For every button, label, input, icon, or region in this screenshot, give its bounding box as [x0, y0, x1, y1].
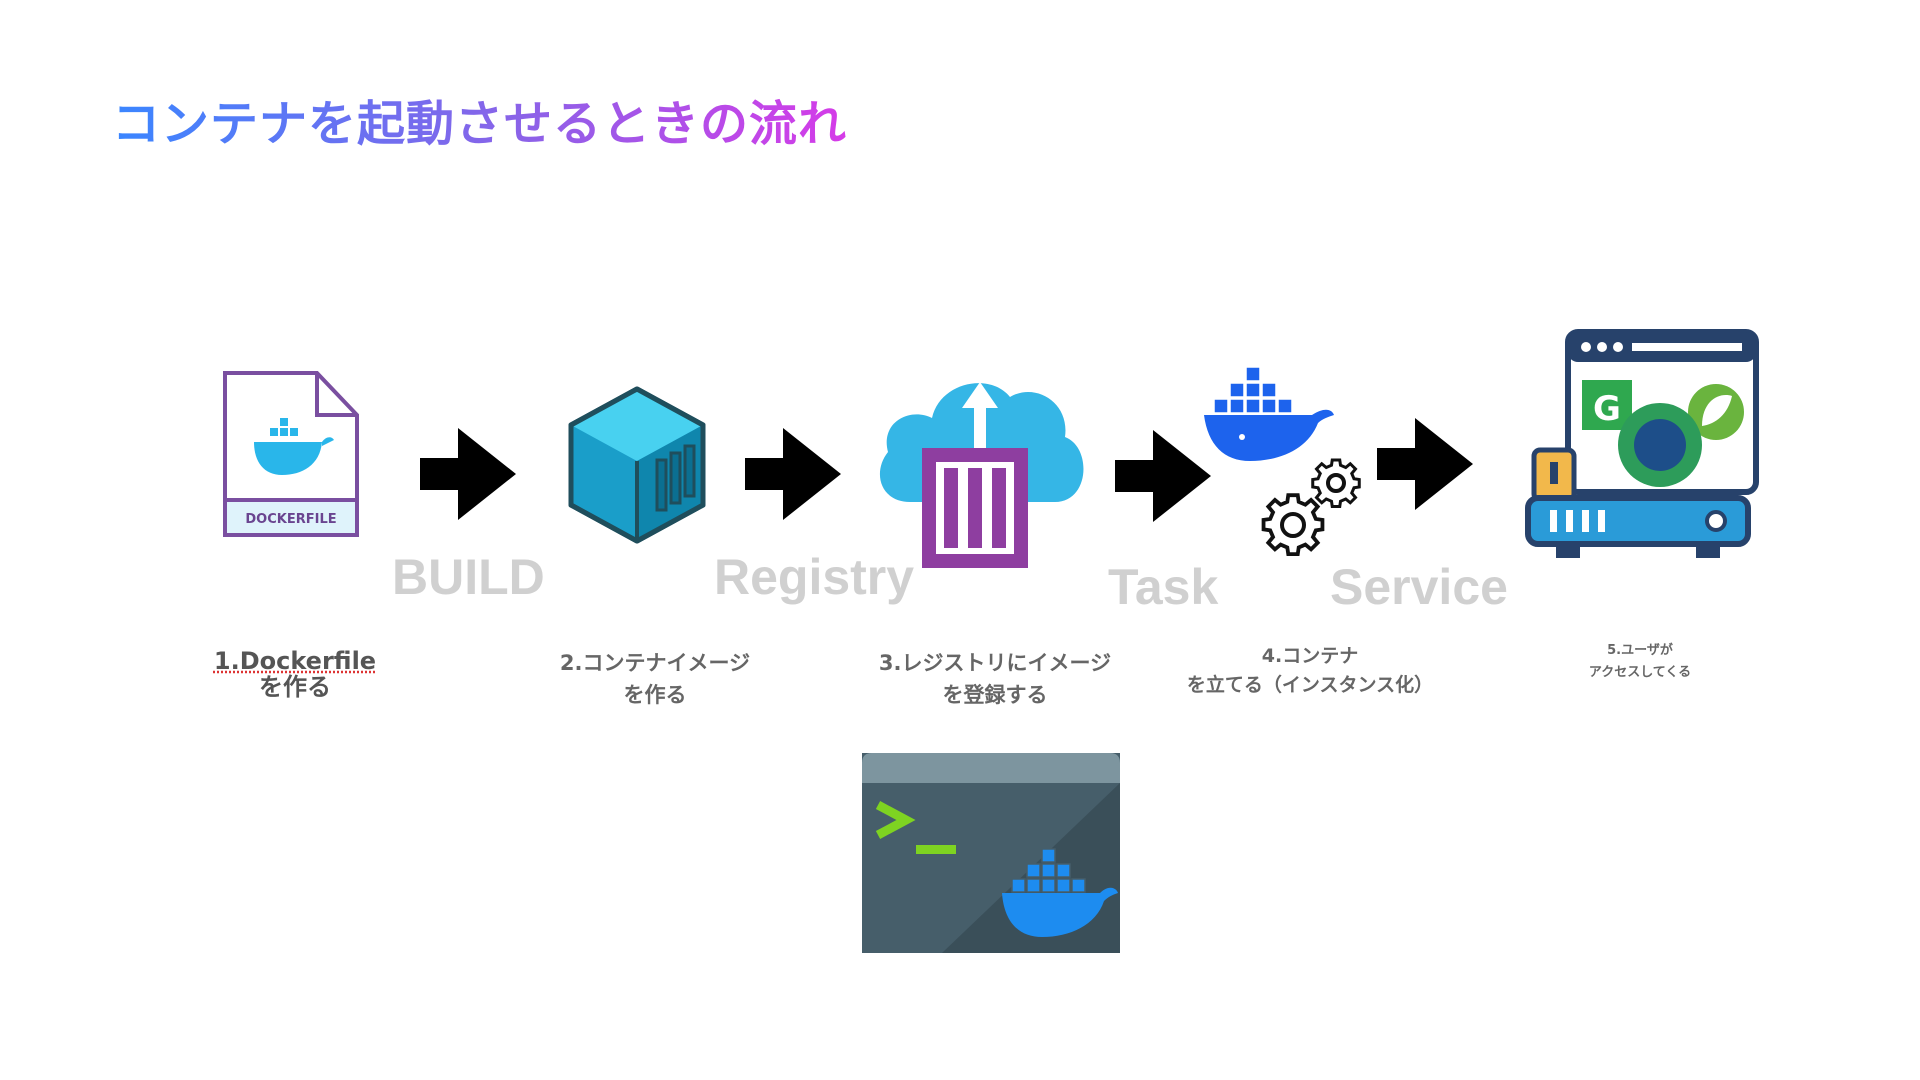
step-4-line1: 4.コンテナ	[1261, 645, 1359, 667]
step-5-line2: アクセスしてくる	[1588, 665, 1692, 681]
terminal-icon	[862, 753, 1120, 957]
step-2-caption: 2.コンテナイメージ を作る	[535, 648, 775, 711]
dockerfile-icon-label: DOCKERFILE	[245, 512, 336, 527]
step-3-line2: を登録する	[942, 682, 1048, 707]
docker-whale-icon	[1200, 365, 1340, 469]
step-4-caption: 4.コンテナ を立てる（インスタンス化）	[1160, 642, 1460, 701]
page-title: コンテナを起動させるときの流れ	[112, 84, 847, 154]
step-5-caption: 5.ユーザが アクセスしてくる	[1560, 640, 1720, 684]
step-2-line1: 2.コンテナイメージ	[559, 651, 751, 675]
step-5-line1: 5.ユーザが	[1607, 643, 1673, 658]
flow-arrow-3	[1115, 430, 1211, 526]
step-1-caption: 1.Dockerfile を作る	[200, 648, 390, 701]
stage-label-registry: Registry	[714, 549, 915, 605]
flow-arrow-1	[420, 428, 516, 524]
flow-arrow-4	[1377, 418, 1473, 514]
flow-arrow-2	[745, 428, 841, 524]
registry-cloud-icon	[870, 352, 1090, 576]
container-cube-icon	[565, 385, 710, 549]
stage-label-build: BUILD	[392, 549, 545, 605]
step-1-line2: を作る	[259, 673, 331, 702]
stage-label-task: Task	[1108, 559, 1219, 615]
gears-icon	[1260, 455, 1370, 564]
step-1-line1: 1.Dockerfile	[213, 647, 377, 675]
step-4-line2: を立てる（インスタンス化）	[1186, 674, 1434, 697]
step-2-line2: を作る	[623, 682, 687, 707]
svg-text:G: G	[1593, 389, 1621, 429]
stage-label-service: Service	[1330, 559, 1508, 615]
server-browser-icon: G	[1520, 329, 1760, 574]
step-3-caption: 3.レジストリにイメージ を登録する	[860, 648, 1130, 711]
step-3-line1: 3.レジストリにイメージ	[878, 651, 1112, 675]
dockerfile-icon: DOCKERFILE	[222, 370, 362, 544]
